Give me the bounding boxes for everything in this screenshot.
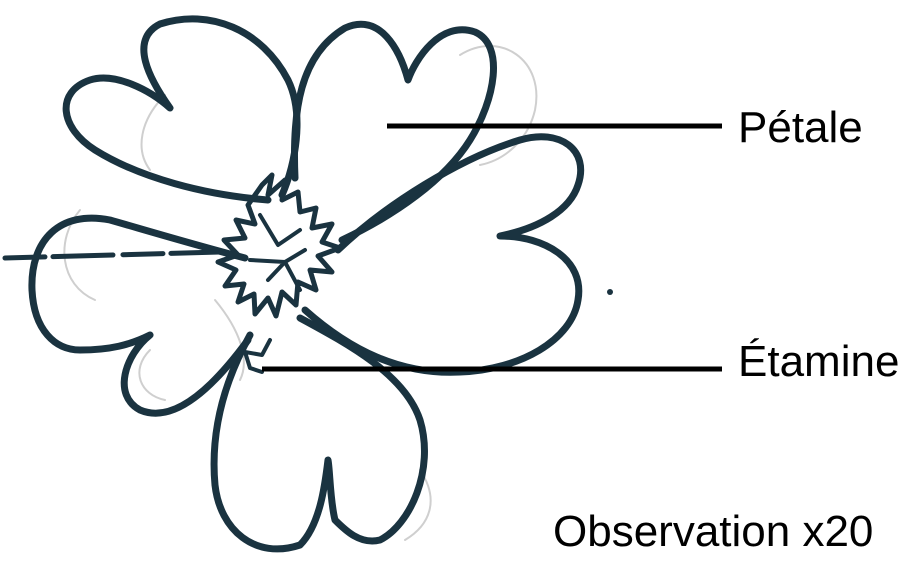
magnification-caption: Observation x20: [553, 510, 873, 554]
label-stamen: Étamine: [738, 340, 899, 384]
label-petal: Pétale: [738, 106, 863, 150]
flower-centre: [218, 175, 340, 372]
petal-top-left: [66, 19, 297, 200]
ink-dot: [607, 289, 613, 295]
petal-right: [305, 137, 581, 373]
